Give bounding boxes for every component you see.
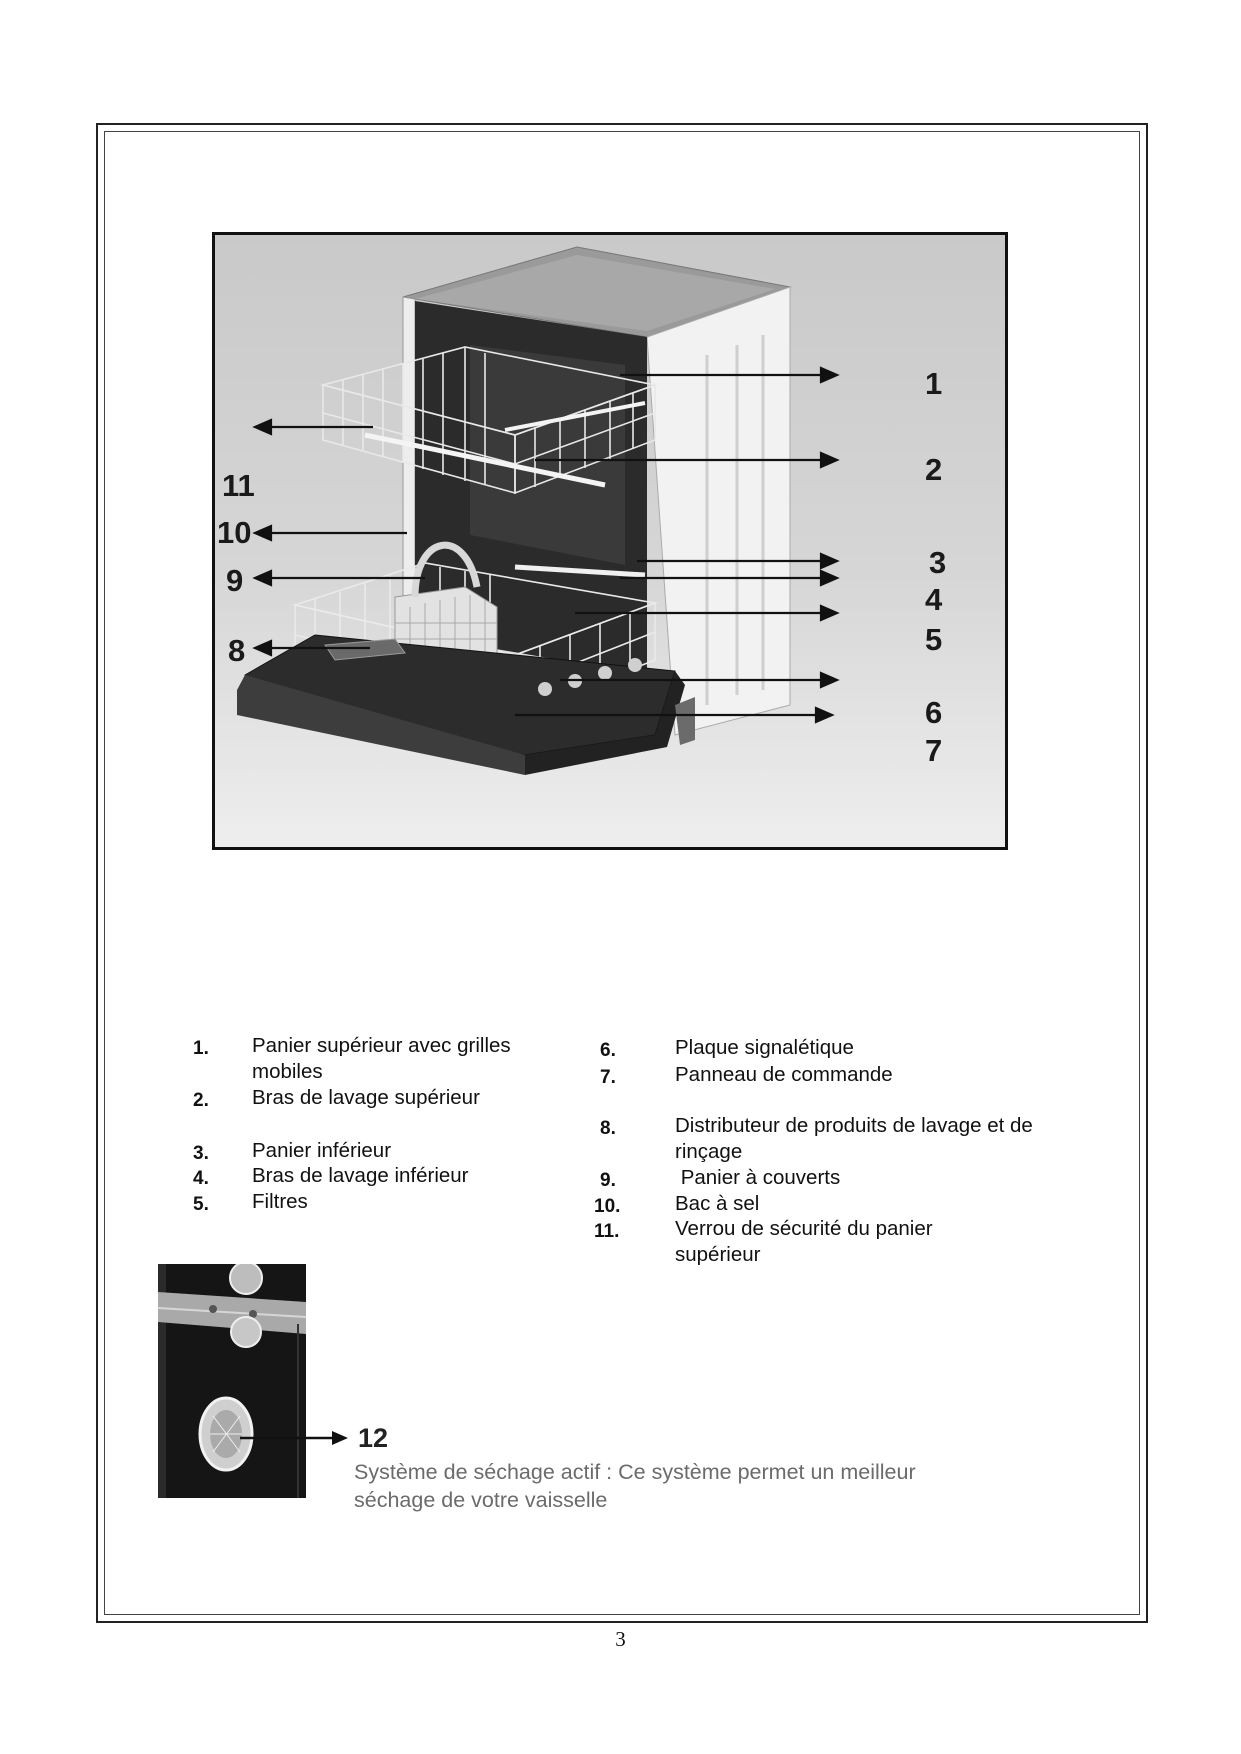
- callout-6: 6: [925, 695, 942, 731]
- drying-system-photo: [158, 1264, 306, 1498]
- legend-text-6: Plaque signalétique: [675, 1035, 1075, 1061]
- legend-num-5: 5.: [193, 1192, 209, 1218]
- dishwasher-diagram: 1 2 3 4 5 6 7 8 9 10 11: [212, 232, 1008, 850]
- callout-5: 5: [925, 622, 942, 658]
- callout-1: 1: [925, 366, 942, 402]
- callout-2: 2: [925, 452, 942, 488]
- legend-num-1: 1.: [193, 1036, 209, 1062]
- legend-num-4: 4.: [193, 1166, 209, 1192]
- callout-8: 8: [228, 633, 245, 669]
- legend-text-10: Bac à sel: [675, 1191, 1075, 1217]
- callout-9: 9: [226, 563, 243, 599]
- drying-system-description: Système de séchage actif : Ce système pe…: [354, 1458, 994, 1514]
- legend-num-8: 8.: [600, 1116, 616, 1142]
- legend-num-11: 11.: [594, 1219, 619, 1245]
- callout-3: 3: [929, 545, 946, 581]
- drying-arrow: [240, 1428, 350, 1448]
- legend-num-3: 3.: [193, 1141, 209, 1167]
- legend-num-10: 10.: [594, 1194, 620, 1220]
- callout-12: 12: [358, 1423, 388, 1454]
- legend-text-2: Bras de lavage supérieur: [252, 1085, 572, 1111]
- legend-num-2: 2.: [193, 1088, 209, 1114]
- legend-num-9: 9.: [600, 1168, 616, 1194]
- legend-num-6: 6.: [600, 1038, 616, 1064]
- callout-11: 11: [222, 468, 255, 504]
- dishwasher-illustration: [215, 235, 1005, 847]
- callout-7: 7: [925, 733, 942, 769]
- page-number: 3: [0, 1627, 1241, 1652]
- callout-10: 10: [217, 515, 251, 551]
- callout-4: 4: [925, 582, 942, 618]
- legend-text-4: Bras de lavage inférieur: [252, 1163, 572, 1189]
- legend-text-7: Panneau de commande: [675, 1062, 1075, 1088]
- legend-text-9: Panier à couverts: [675, 1165, 1075, 1191]
- legend-text-5: Filtres: [252, 1189, 572, 1215]
- legend-text-1: Panier supérieur avec grilles mobiles: [252, 1033, 552, 1085]
- legend-text-3: Panier inférieur: [252, 1138, 572, 1164]
- legend-num-7: 7.: [600, 1065, 616, 1091]
- legend-text-11: Verrou de sécurité du panier supérieur: [675, 1216, 995, 1268]
- legend-text-8: Distributeur de produits de lavage et de…: [675, 1113, 1045, 1165]
